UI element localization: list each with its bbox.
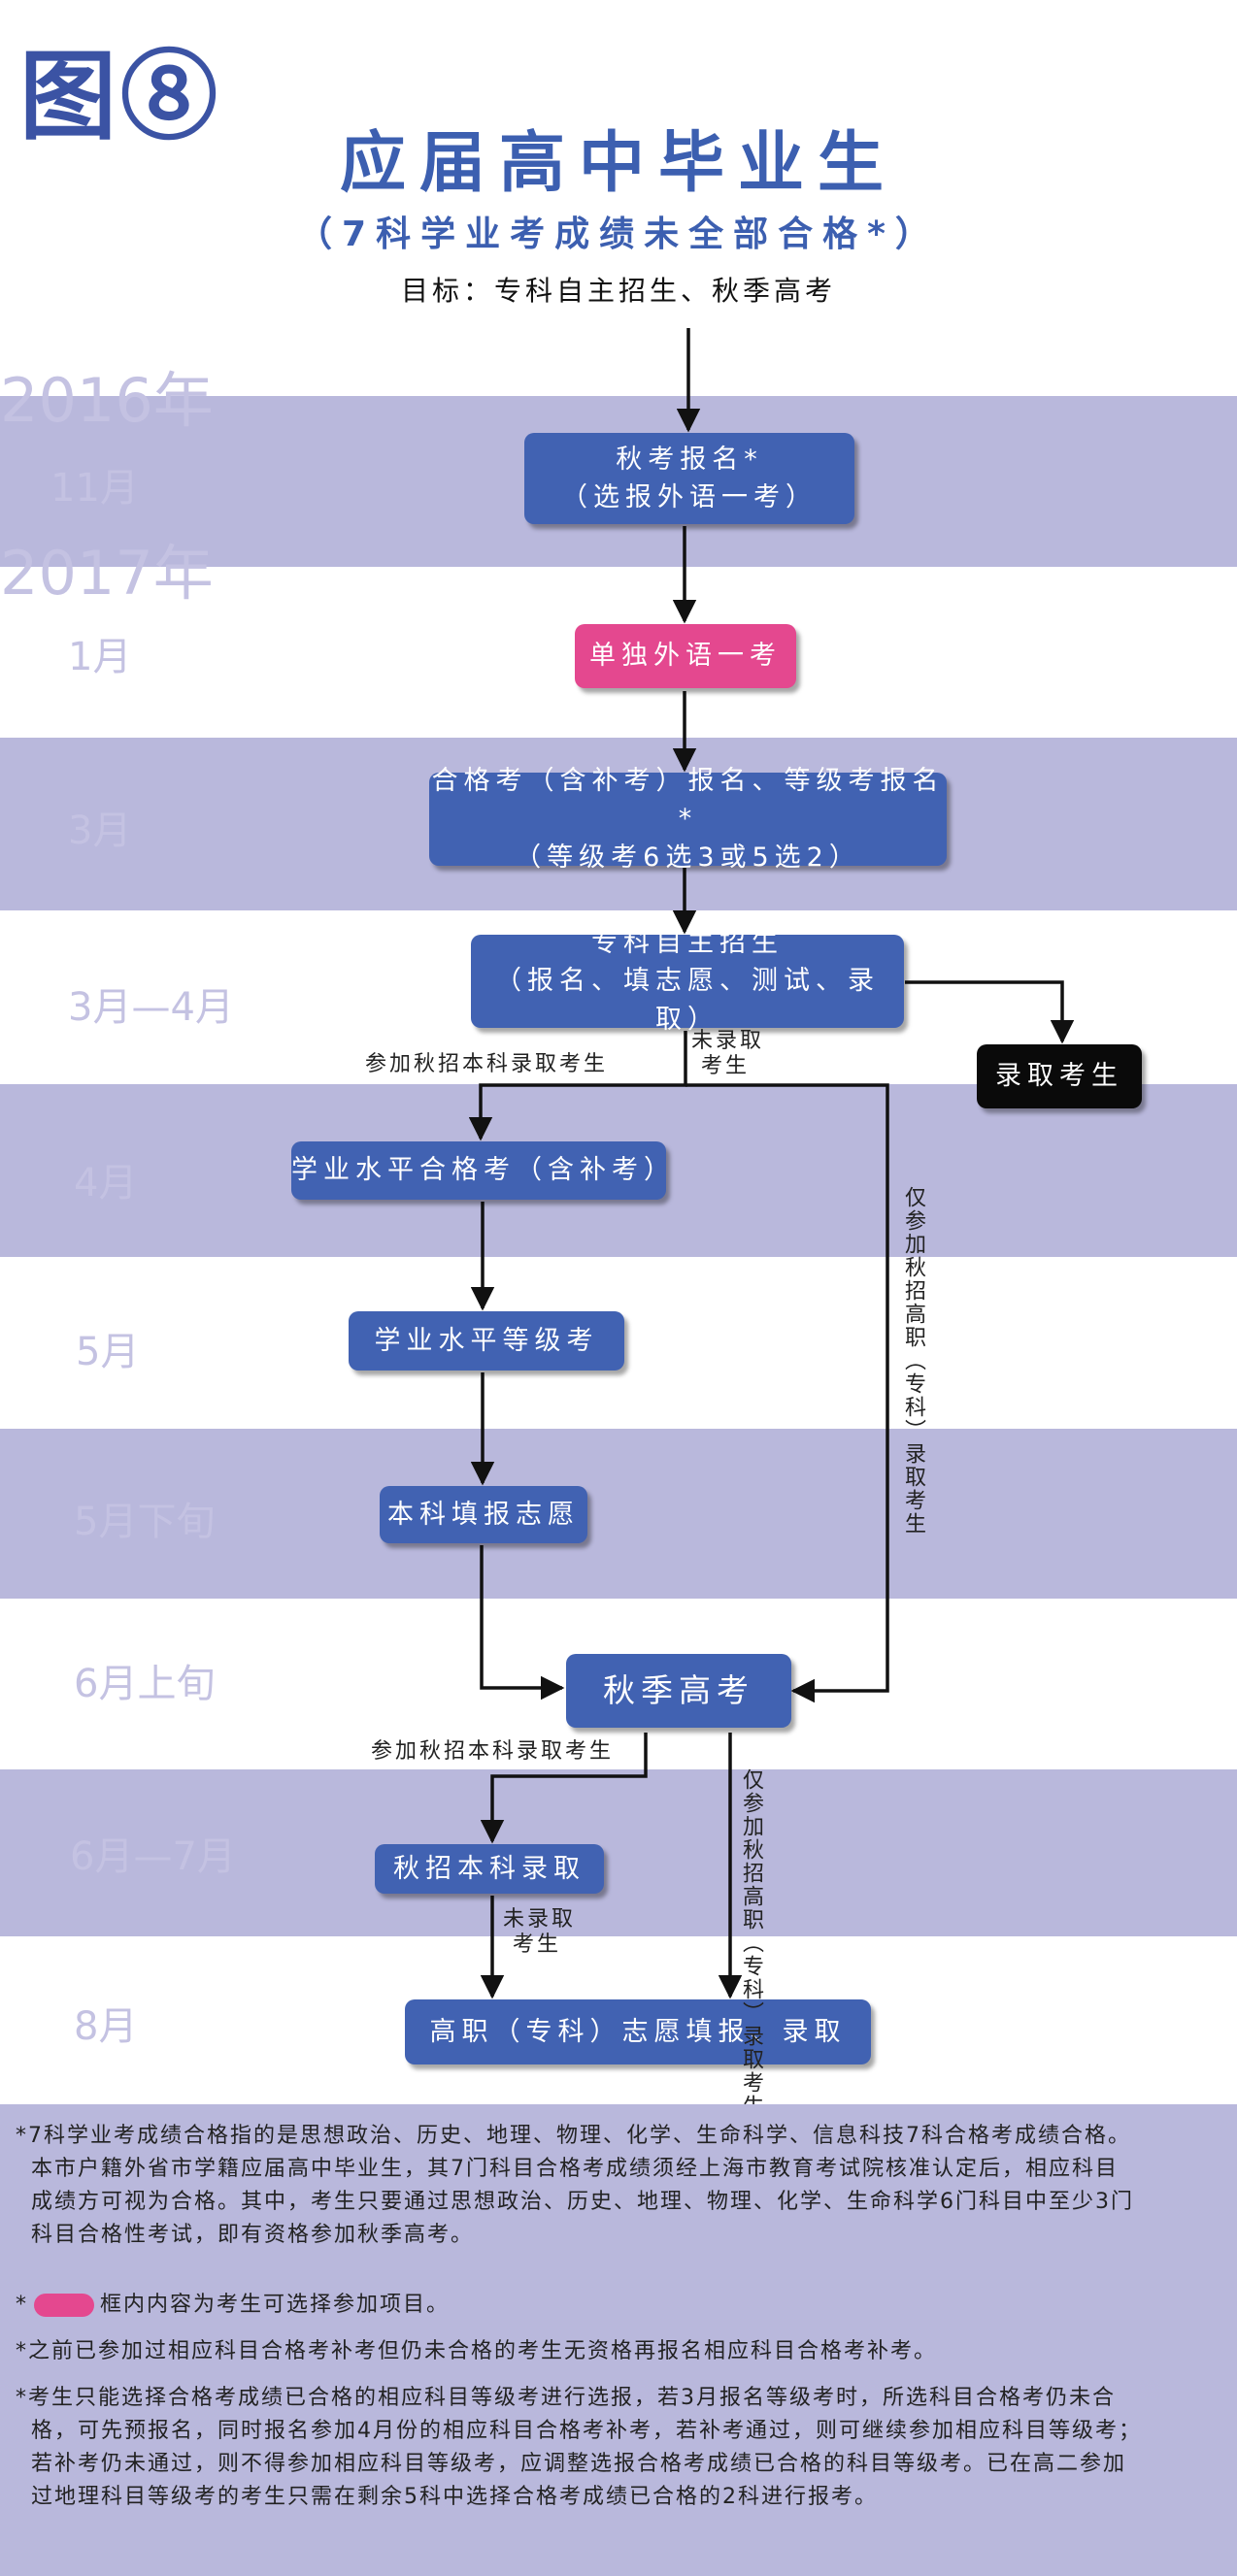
qualify-signup-box: 合格考（含补考）报名、等级考报名* （等级考6选3或5选2） xyxy=(429,766,947,873)
timeline-mar: 3月 xyxy=(68,809,132,853)
arrow-gaokao-to-undergrad xyxy=(480,1733,648,1844)
note-4: *考生只能选择合格考成绩已合格的相应科目等级考进行选报，若3月报名等级考时，所选… xyxy=(16,2386,1143,2509)
note-2: *框内内容为考生可选择参加项目。 xyxy=(16,2293,451,2317)
level-exam-box: 学业水平等级考 xyxy=(349,1311,624,1371)
label-only-vocational-2: 仅参加秋招高职（专科）录取考生 xyxy=(739,1768,763,2118)
figure-label: 图⑧ xyxy=(19,39,221,153)
autumn-undergrad-box: 秋招本科录取 xyxy=(375,1844,604,1894)
college-enrollment-box: 专科自主招生 （报名、填志愿、测试、录取） xyxy=(471,928,904,1035)
note-3: *之前已参加过相应科目合格考补考但仍未合格的考生无资格再报名相应科目合格考补考。 xyxy=(16,2339,938,2363)
goal-text: 目标：专科自主招生、秋季高考 xyxy=(400,275,836,307)
timeline-may: 5月 xyxy=(76,1330,140,1374)
vocational-box: 高职（专科）志愿填报、录取 xyxy=(405,1999,871,2064)
pink-swatch xyxy=(34,2294,94,2317)
arrow-college-to-admitted xyxy=(905,980,1075,1044)
label-join-undergrad-1: 参加秋招本科录取考生 xyxy=(365,1052,609,1076)
arrow-wish-to-gaokao xyxy=(480,1545,565,1701)
notes-panel: *7科学业考成绩合格指的是思想政治、历史、地理、物理、化学、生命科学、信息科技7… xyxy=(0,2104,1237,2576)
timeline-jun-jul: 6月—7月 xyxy=(70,1834,236,1879)
page-subtitle: （7科学业考成绩未全部合格*） xyxy=(297,215,940,254)
label-only-vocational-1: 仅参加秋招高职（专科）录取考生 xyxy=(901,1186,925,1536)
timeline-apr: 4月 xyxy=(74,1161,138,1205)
arrow-college-to-gaokao xyxy=(685,1083,889,1703)
qualify-exam-box: 学业水平合格考（含补考） xyxy=(291,1141,670,1200)
label-not-admitted-2a: 未录取 xyxy=(503,1907,577,1932)
label-not-admitted-1a: 未录取 xyxy=(691,1029,765,1053)
band-jun-jul xyxy=(0,1769,1237,1936)
timeline-may-late: 5月下旬 xyxy=(74,1500,216,1544)
timeline-year-2016: 2016年 xyxy=(0,365,214,436)
timeline-aug: 8月 xyxy=(74,2004,138,2049)
english-exam-box: 单独外语一考 xyxy=(575,624,796,688)
gaokao-box: 秋季高考 xyxy=(566,1654,791,1728)
undergrad-wish-box: 本科填报志愿 xyxy=(380,1486,587,1543)
arrow-college-to-qualify-exam xyxy=(468,1031,687,1141)
label-not-admitted-1b: 考生 xyxy=(701,1054,751,1078)
timeline-year-2017: 2017年 xyxy=(0,538,214,609)
timeline-nov: 11月 xyxy=(50,466,139,511)
timeline-jun-early: 6月上旬 xyxy=(74,1662,216,1706)
timeline-jan: 1月 xyxy=(68,635,132,679)
admitted-box: 录取考生 xyxy=(977,1044,1142,1108)
label-join-undergrad-2: 参加秋招本科录取考生 xyxy=(371,1739,615,1764)
timeline-mar-apr: 3月—4月 xyxy=(68,985,234,1030)
band-may-late xyxy=(0,1429,1237,1599)
note-1: *7科学业考成绩合格指的是思想政治、历史、地理、物理、化学、生命科学、信息科技7… xyxy=(16,2124,1134,2247)
label-not-admitted-2b: 考生 xyxy=(513,1932,562,1957)
autumn-signup-box: 秋考报名* （选报外语一考） xyxy=(524,433,854,524)
page-title: 应届高中毕业生 xyxy=(339,125,897,202)
flow-connectors xyxy=(468,328,1075,1999)
